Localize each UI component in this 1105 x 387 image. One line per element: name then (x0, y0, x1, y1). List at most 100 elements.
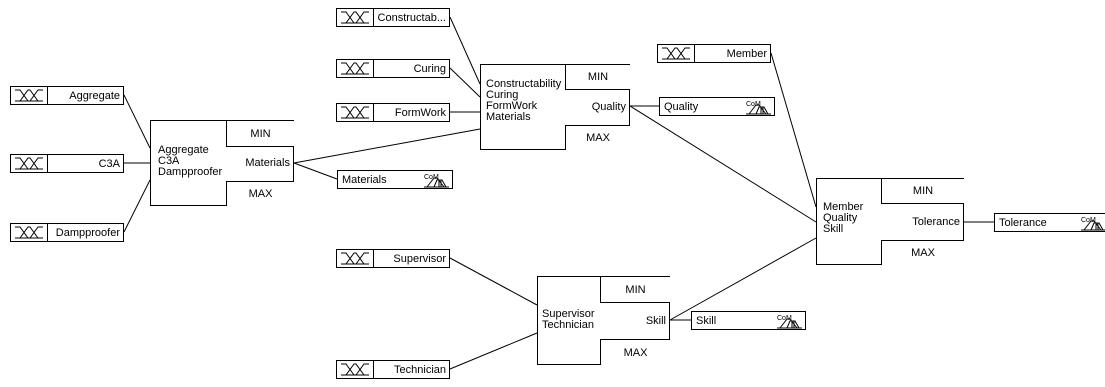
max-operator-label: MAX (586, 132, 610, 144)
variable-separator (694, 45, 695, 62)
wire-member (770, 52, 817, 208)
rule-output-label: Quality (591, 101, 626, 113)
input-variable-label: Supervisor (393, 253, 446, 265)
input-variable-curing[interactable]: Curing (336, 59, 450, 78)
input-variable-supervisor[interactable]: Supervisor (336, 249, 450, 268)
max-operator-cell: MAX (881, 240, 964, 265)
svg-text:CoM: CoM (746, 101, 761, 108)
input-variable-c3a[interactable]: C3A (10, 154, 124, 173)
membership-functions-icon (341, 252, 369, 265)
membership-functions-icon (662, 47, 690, 60)
rule-input-label: Aggregate (158, 144, 209, 156)
output-variable-skill[interactable]: Skill CoM (691, 311, 806, 330)
output-variable-label: Skill (696, 315, 717, 327)
min-operator-cell: MIN (600, 277, 670, 303)
rule-input-label: Technician (542, 319, 594, 331)
max-operator-label: MAX (623, 347, 648, 359)
rule-block-skill[interactable]: Supervisor Technician MIN Skill MAX (537, 276, 670, 365)
membership-functions-icon (341, 363, 369, 376)
rule-block-inputs: Member Quality Skill (823, 202, 863, 235)
output-variable-label: Tolerance (999, 217, 1047, 229)
rule-input-label: Supervisor (542, 308, 595, 320)
membership-functions-icon (341, 11, 369, 24)
max-operator-label: MAX (248, 188, 273, 200)
membership-functions-icon (341, 106, 369, 119)
wire-curing (449, 67, 481, 98)
wire-supervisor (449, 257, 538, 306)
output-variable-quality[interactable]: Quality CoM (659, 97, 775, 116)
rule-input-label: FormWork (486, 100, 538, 112)
rule-block-materials[interactable]: Aggregate C3A Dampproofer MIN Materials … (150, 120, 294, 206)
min-operator-cell: MIN (226, 121, 294, 147)
output-variable-tolerance[interactable]: Tolerance CoM (994, 213, 1105, 232)
wire-skill-to-tolerance (669, 237, 817, 321)
com-defuzzification-icon: CoM (777, 315, 802, 329)
rule-input-label: Member (823, 201, 864, 213)
min-operator-label: MIN (250, 128, 271, 140)
max-operator-label: MAX (911, 247, 935, 259)
membership-functions-icon (15, 157, 43, 170)
rule-input-label: Constructability (486, 78, 562, 90)
rule-input-label: Curing (486, 89, 519, 101)
wire-dampproofer (123, 179, 151, 233)
input-variable-label: Aggregate (69, 90, 120, 102)
com-defuzzification-icon: CoM (746, 101, 771, 115)
output-variable-label: Materials (342, 174, 387, 186)
variable-separator (47, 224, 48, 241)
min-operator-cell: MIN (565, 65, 630, 90)
input-variable-formwork[interactable]: FormWork (336, 103, 450, 122)
input-variable-label: Member (726, 48, 767, 60)
com-defuzzification-icon: CoM (1081, 217, 1105, 231)
rule-output-label: Skill (645, 315, 666, 327)
rule-block-inputs: Constructability Curing FormWork Materia… (486, 79, 561, 123)
variable-separator (373, 361, 374, 378)
rule-output-label: Materials (245, 157, 290, 169)
rule-block-inputs: Supervisor Technician (542, 309, 595, 331)
input-variable-label: C3A (98, 158, 120, 170)
min-operator-label: MIN (912, 185, 934, 197)
wire-materials-to-quality (293, 128, 481, 164)
input-variable-dampproofer[interactable]: Dampproofer (10, 223, 124, 242)
min-operator-label: MIN (587, 71, 609, 83)
wire-quality-to-tolerance (629, 105, 817, 223)
max-operator-cell: MAX (565, 125, 630, 150)
variable-separator (47, 87, 48, 104)
min-operator-cell: MIN (881, 179, 964, 204)
rule-input-label: Skill (823, 223, 844, 235)
input-variable-label: Curing (413, 63, 446, 75)
variable-separator (373, 104, 374, 121)
membership-functions-icon (15, 226, 43, 239)
max-operator-cell: MAX (226, 181, 294, 206)
input-variable-constructability[interactable]: Constructab... (336, 8, 450, 27)
input-variable-member[interactable]: Member (657, 44, 771, 63)
rule-block-quality[interactable]: Constructability Curing FormWork Materia… (480, 64, 630, 150)
com-defuzzification-icon: CoM (424, 174, 449, 188)
membership-functions-icon (15, 89, 43, 102)
variable-separator (373, 60, 374, 77)
svg-text:CoM: CoM (1081, 217, 1096, 224)
rule-input-label: Dampproofer (158, 166, 223, 178)
wire-constructability (449, 16, 481, 85)
input-variable-label: FormWork (394, 107, 446, 119)
rule-input-label: Quality (823, 212, 858, 224)
output-variable-materials[interactable]: Materials CoM (337, 170, 453, 189)
wire-materials-out (293, 162, 338, 180)
min-operator-label: MIN (625, 284, 646, 296)
rule-input-label: Materials (486, 111, 531, 123)
wire-aggregate (123, 94, 151, 149)
membership-functions-icon (341, 62, 369, 75)
output-variable-label: Quality (664, 101, 699, 113)
input-variable-technician[interactable]: Technician (336, 360, 450, 379)
rule-block-tolerance[interactable]: Member Quality Skill MIN Tolerance MAX (816, 178, 964, 265)
variable-separator (47, 155, 48, 172)
rule-input-label: C3A (158, 155, 180, 167)
variable-separator (373, 9, 374, 26)
rule-output-label: Tolerance (912, 216, 960, 228)
max-operator-cell: MAX (600, 339, 670, 365)
input-variable-aggregate[interactable]: Aggregate (10, 86, 124, 105)
rule-block-inputs: Aggregate C3A Dampproofer (158, 145, 222, 178)
svg-text:CoM: CoM (424, 174, 439, 181)
input-variable-label: Constructab... (377, 12, 446, 24)
